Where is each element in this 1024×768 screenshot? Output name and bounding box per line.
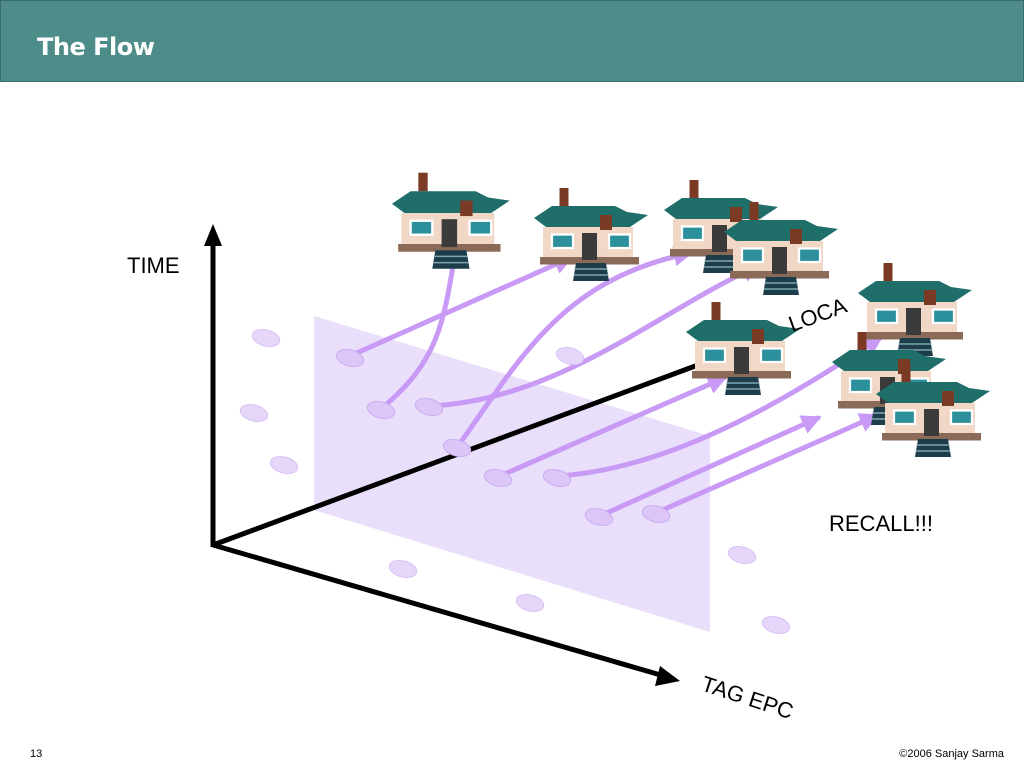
flow-arrow (379, 244, 464, 411)
location-axis-label: LOCA (785, 293, 850, 337)
tag-dot (641, 504, 671, 524)
tag-dot (483, 468, 513, 488)
recall-callout: RECALL!!! (829, 511, 933, 536)
slide-title: The Flow (37, 33, 155, 61)
tag-dot (269, 455, 299, 475)
copyright-notice: ©2006 Sanjay Sarma (899, 748, 1004, 760)
house-icon (684, 300, 802, 397)
flow-arrows (347, 244, 884, 519)
tag-dot (542, 468, 572, 488)
tag-dot (761, 615, 791, 635)
tag-axis-arrowhead (655, 666, 680, 686)
tag-dot (251, 328, 281, 348)
tag-dot (727, 545, 757, 565)
active-tag-dots (335, 348, 671, 527)
tag-dot (555, 346, 585, 366)
house-icon (390, 171, 511, 270)
flow-arrow (655, 413, 880, 515)
tag-dot (388, 559, 418, 579)
tag-dot (414, 397, 444, 417)
time-axis-arrowhead (204, 224, 222, 246)
tag-axis (212, 542, 665, 679)
tag-dot (239, 403, 269, 423)
epc-plane (314, 316, 710, 632)
tag-dot (366, 400, 396, 420)
time-axis-label: TIME (127, 253, 180, 278)
tag-axis-label: TAG EPC (698, 671, 796, 724)
tag-dot (515, 593, 545, 613)
title-bar: The Flow (0, 0, 1024, 82)
flow-arrow (455, 246, 694, 449)
flow-arrow (497, 375, 728, 479)
flow-arrow (597, 415, 822, 519)
tag-dot (584, 507, 614, 527)
page-number: 13 (30, 748, 43, 760)
flow-arrow (347, 255, 574, 359)
tag-dot (442, 438, 472, 458)
flow-arrow (427, 263, 762, 409)
tag-dot (335, 348, 365, 368)
tag-dots (239, 328, 791, 635)
